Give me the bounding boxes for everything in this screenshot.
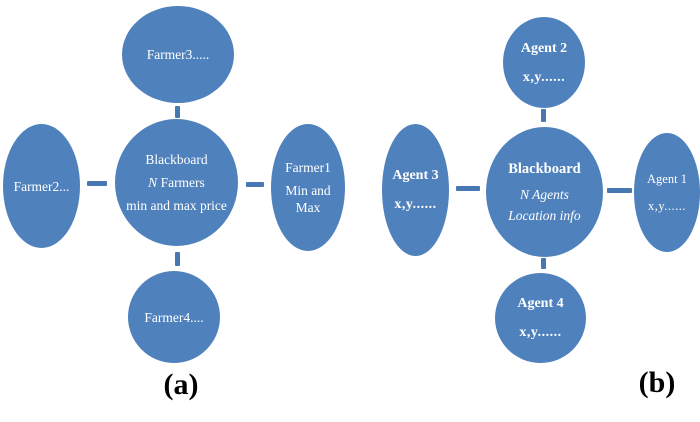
node-label: Agent 4 — [517, 296, 564, 311]
connector-b-top — [541, 109, 546, 122]
farmers-word: Farmers — [157, 175, 205, 190]
connector-b-bottom — [541, 258, 546, 269]
blackboard-detail: min and max price — [126, 198, 227, 213]
node-blackboard-agents: Blackboard N Agents Location info — [486, 127, 603, 257]
node-agent4: Agent 4 x,y...... — [495, 273, 586, 363]
blackboard-location-info: Location info — [508, 208, 581, 223]
node-label: Agent 2 — [520, 40, 568, 56]
node-value: x,y...... — [522, 69, 566, 85]
node-label: Agent 1 — [647, 171, 687, 186]
node-label: Farmer2... — [13, 178, 70, 194]
connector-a-top — [175, 106, 180, 118]
n-symbol: N — [148, 175, 158, 190]
node-value: x,y...... — [647, 198, 687, 213]
node-label: Farmer3..... — [146, 47, 210, 62]
node-agent2: Agent 2 x,y...... — [503, 17, 585, 108]
node-label: Agent 3 — [392, 168, 439, 183]
node-farmer4: Farmer4.... — [128, 271, 220, 363]
blackboard-title: Blackboard — [508, 161, 581, 177]
blackboard-n-farmers: N Farmers — [126, 174, 228, 191]
node-value: x,y...... — [394, 197, 437, 212]
connector-a-right — [246, 182, 264, 187]
blackboard-n-agents: N Agents — [520, 187, 569, 202]
node-farmer1: Farmer1 Min and Max — [271, 124, 345, 251]
node-sublabel: Min and Max — [285, 183, 331, 215]
node-agent1: Agent 1 x,y...... — [634, 133, 700, 252]
node-label: Farmer4.... — [144, 309, 204, 325]
blackboard-title: Blackboard — [145, 152, 208, 167]
caption-b: (b) — [638, 366, 676, 399]
node-farmer2: Farmer2... — [3, 124, 80, 248]
caption-a: (a) — [163, 368, 199, 401]
node-farmer3: Farmer3..... — [122, 6, 234, 103]
connector-a-bottom — [175, 252, 180, 266]
connector-a-left — [87, 181, 107, 186]
connector-b-left — [456, 186, 480, 191]
connector-b-right — [607, 188, 632, 193]
node-blackboard-farmers: Blackboard N Farmers min and max price — [115, 119, 238, 246]
node-value: x,y...... — [519, 325, 562, 340]
node-agent3: Agent 3 x,y...... — [382, 124, 449, 256]
node-label: Farmer1 — [285, 160, 331, 175]
